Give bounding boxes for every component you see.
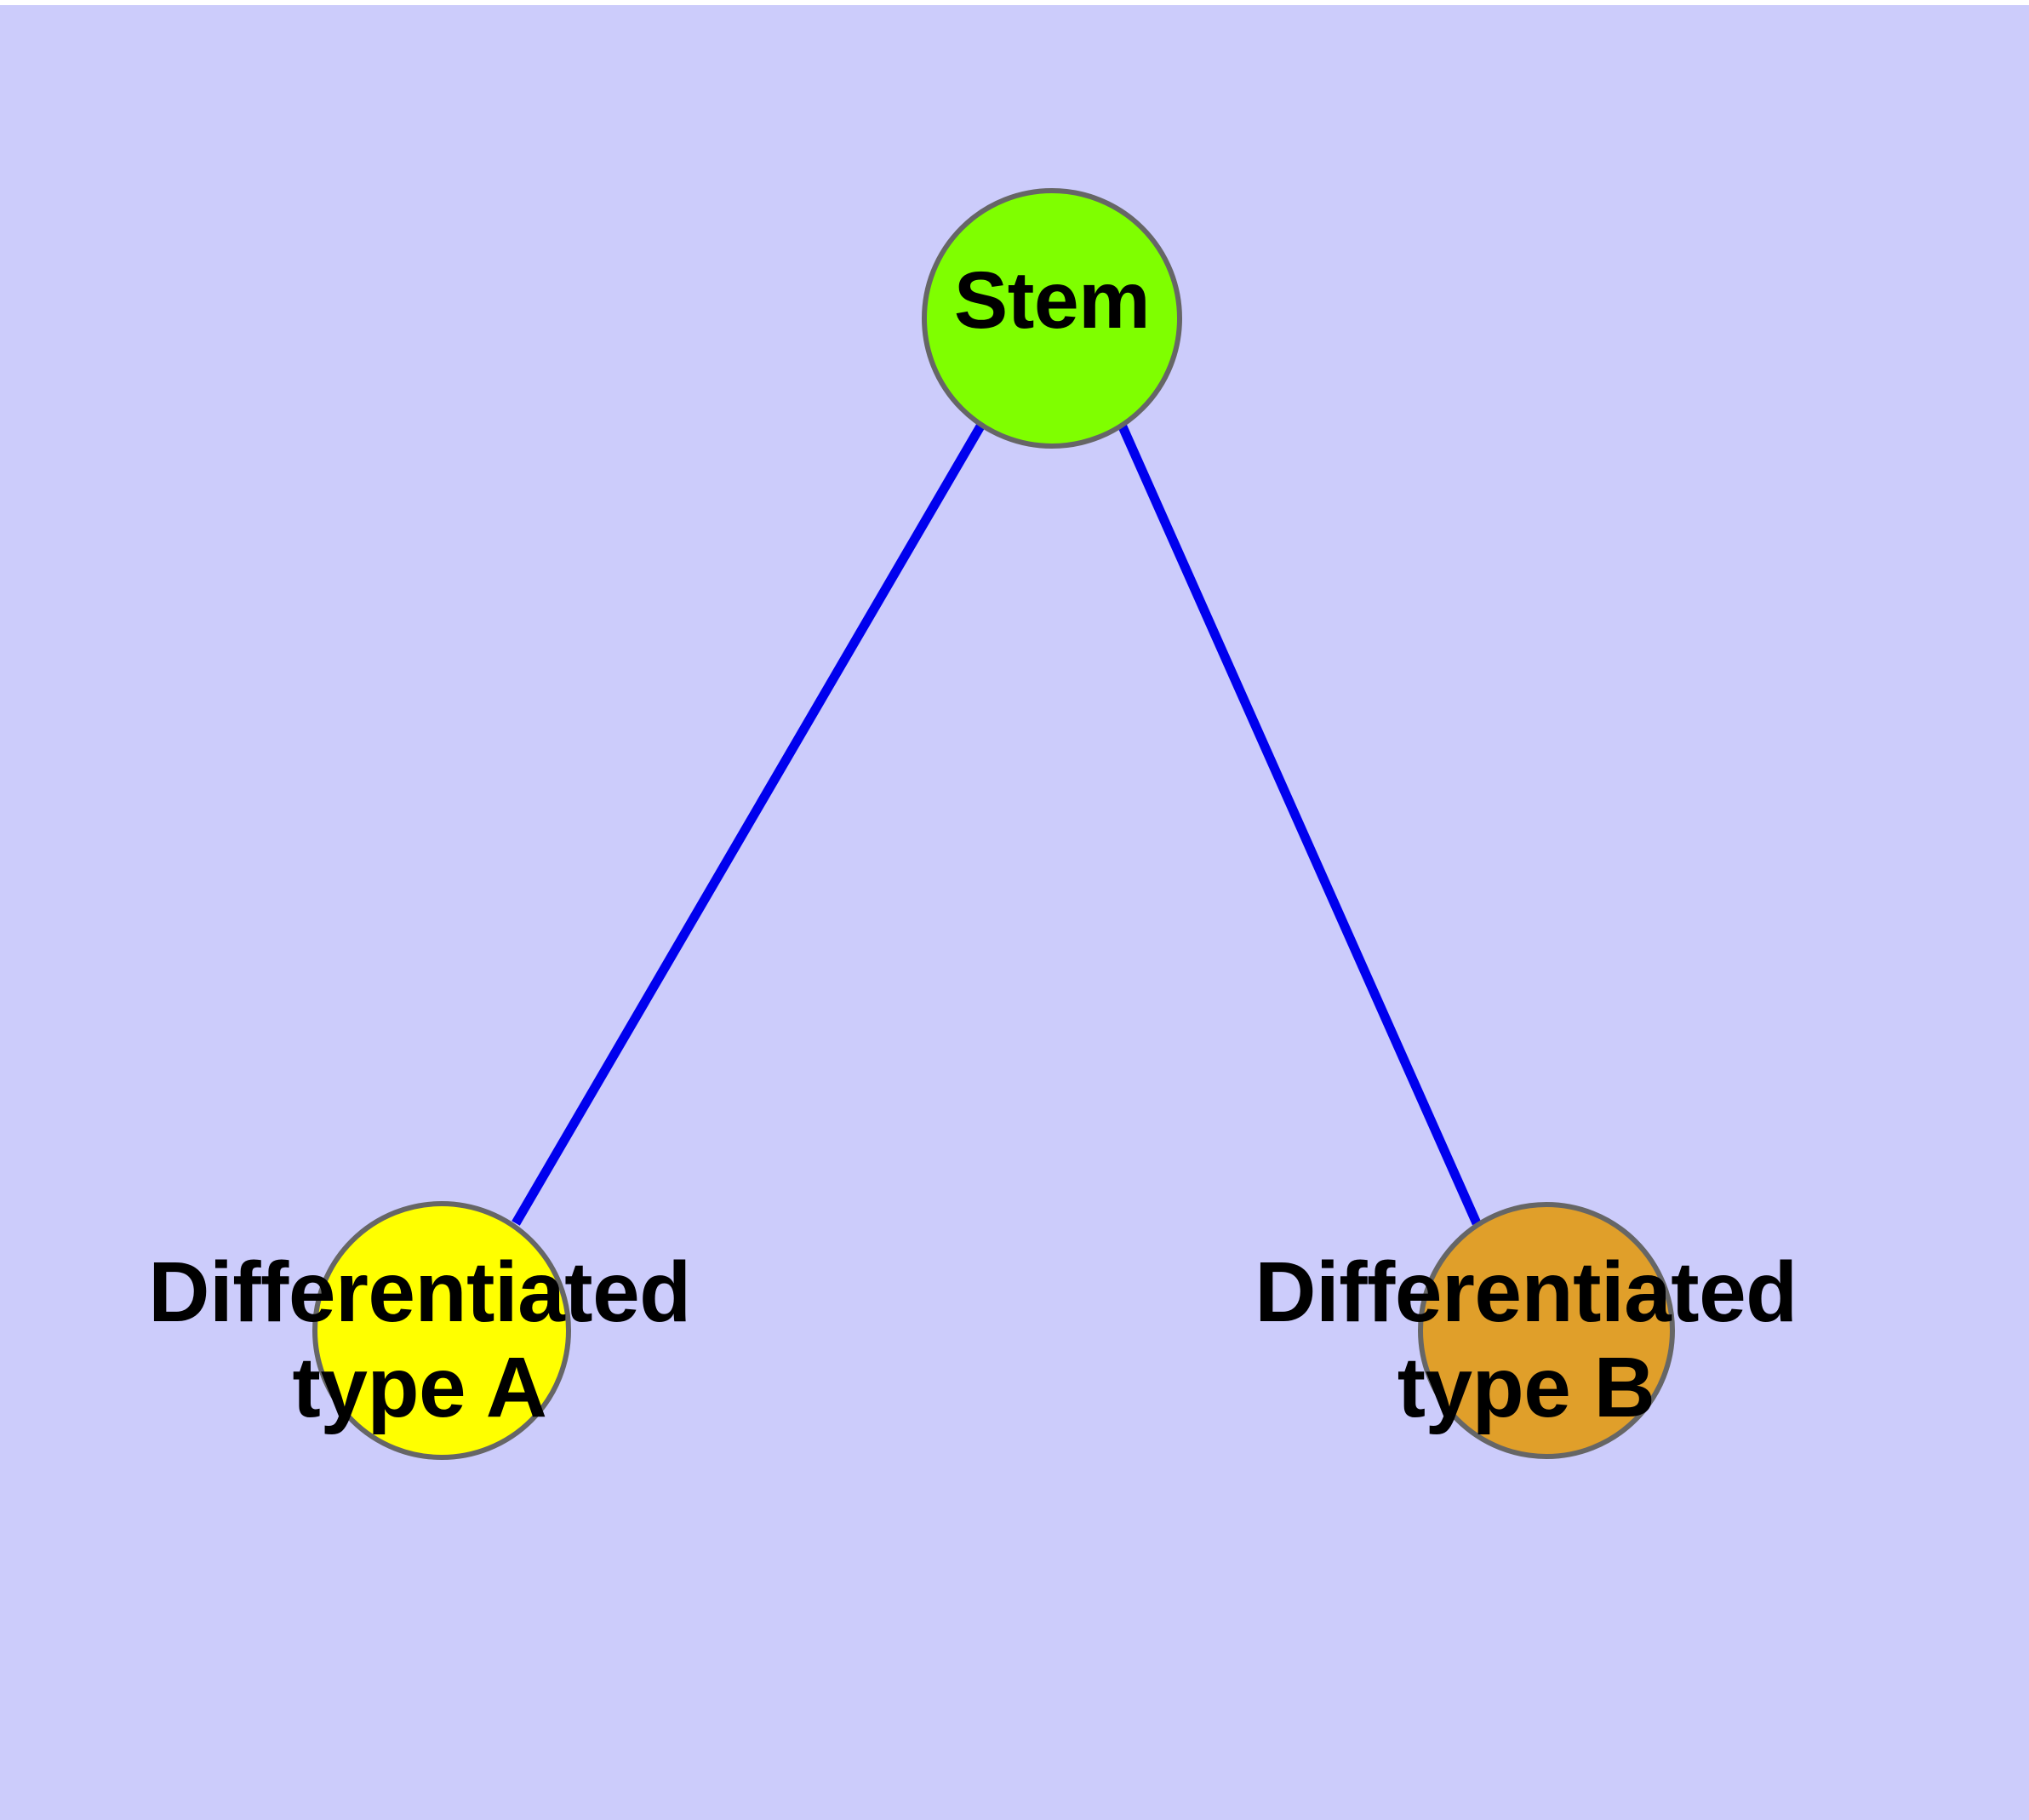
nodes-group	[312, 188, 1675, 1460]
node-differentiated-type-b[interactable]	[1418, 1202, 1675, 1459]
edges-group	[512, 422, 1482, 1226]
node-differentiated-type-a[interactable]	[312, 1201, 571, 1460]
edge-stem-to-differentiated-type-a[interactable]	[512, 422, 986, 1226]
edge-stem-to-differentiated-type-b[interactable]	[1117, 422, 1482, 1226]
node-stem[interactable]	[922, 188, 1182, 449]
